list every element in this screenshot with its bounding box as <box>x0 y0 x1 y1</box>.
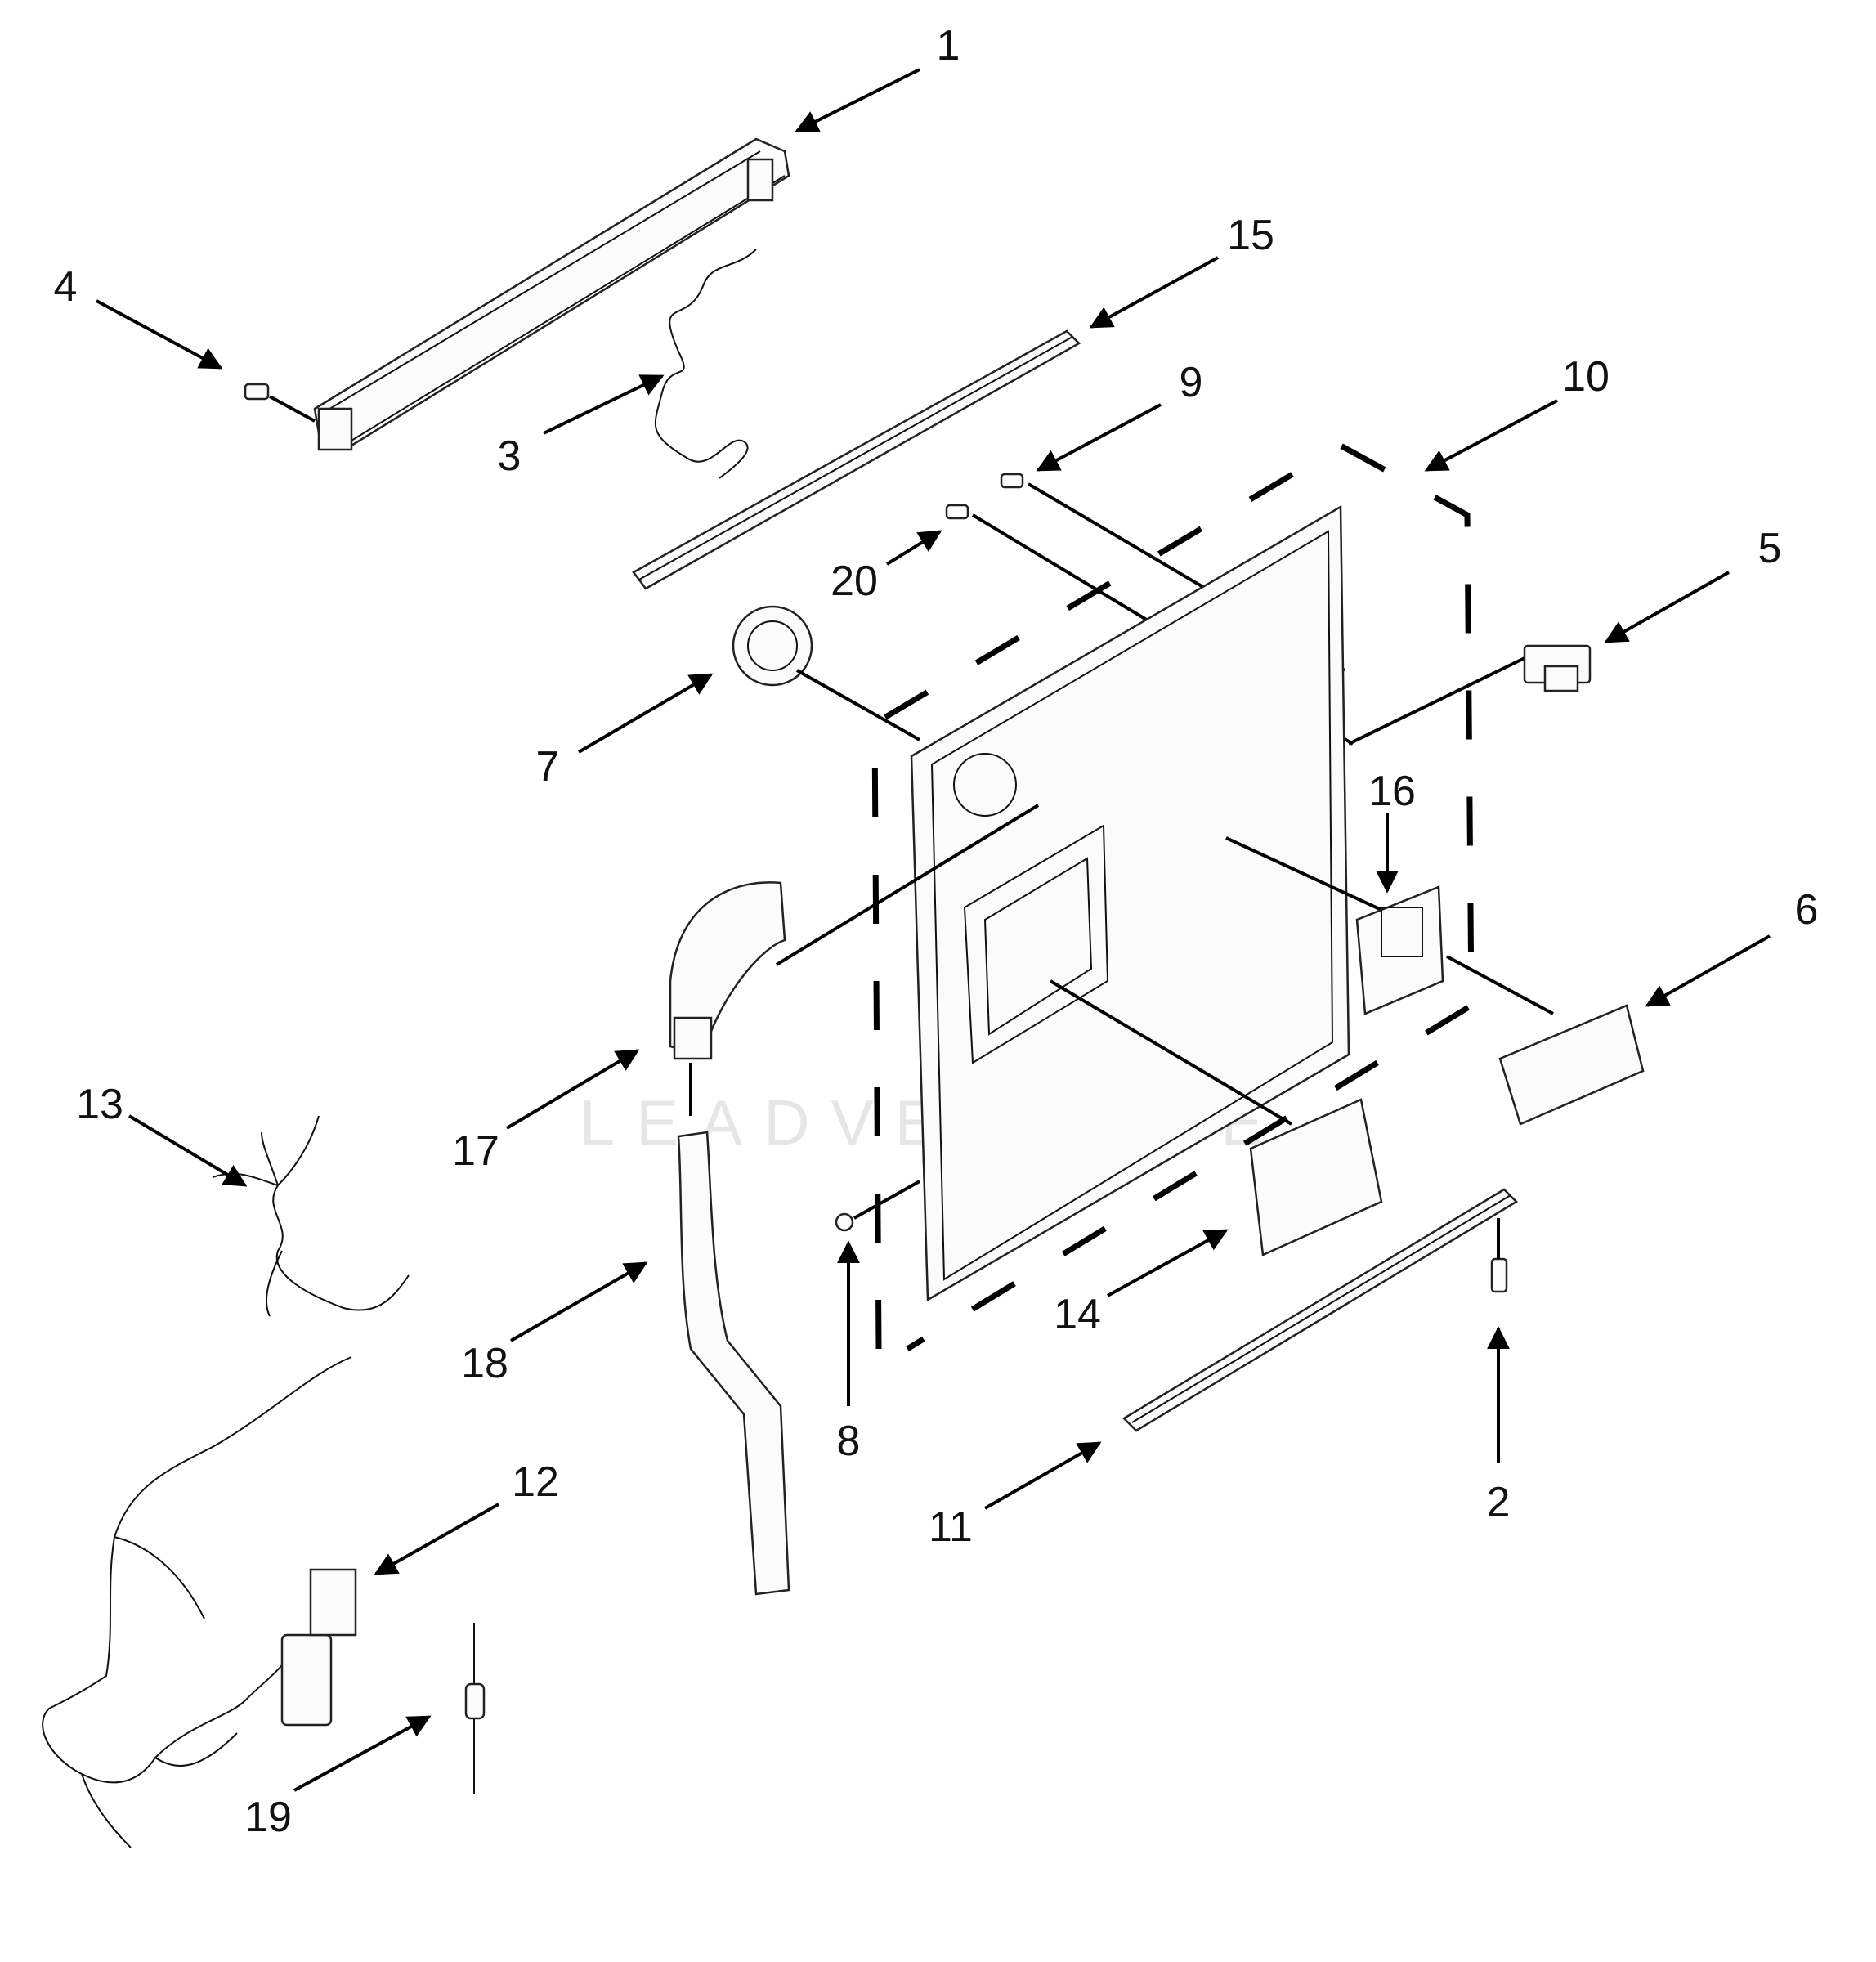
part-11-bottom-rail <box>1122 1188 1519 1432</box>
part-13-wire-harness <box>212 1115 410 1317</box>
callout-16: 16 <box>1368 768 1416 815</box>
part-12-main-wire-harness <box>42 1356 352 1848</box>
callout-arrows <box>96 68 1771 1792</box>
callout-12: 12 <box>512 1458 559 1506</box>
part-2-screw <box>1490 1218 1508 1293</box>
callout-14: 14 <box>1054 1291 1101 1338</box>
callout-2: 2 <box>1487 1479 1511 1526</box>
callout-18: 18 <box>461 1340 508 1387</box>
callout-5: 5 <box>1758 525 1782 572</box>
part-8-screw <box>835 1180 920 1232</box>
part-1-control-panel-rail <box>313 137 790 451</box>
callout-10: 10 <box>1562 353 1610 401</box>
callout-6: 6 <box>1795 886 1819 934</box>
part-17-vent-assembly <box>669 804 1040 1116</box>
part-19-resistor <box>464 1623 486 1794</box>
part-16-bracket <box>1355 885 1444 1015</box>
part-12-connector-block <box>280 1568 357 1727</box>
callout-15: 15 <box>1227 212 1274 259</box>
part-15-door-gasket <box>632 329 1081 590</box>
callout-labels: 1 2 3 4 5 6 7 8 9 10 11 12 13 14 15 16 1… <box>54 22 1819 1841</box>
part-3-wire-harness <box>654 249 757 479</box>
callout-3: 3 <box>498 432 522 480</box>
part-7-vent <box>732 605 920 741</box>
callout-20: 20 <box>831 558 878 605</box>
part-10-inner-door-panel <box>871 441 1525 1351</box>
part-4-screw <box>244 383 316 423</box>
callout-9: 9 <box>1180 359 1203 406</box>
part-14-control-module <box>1049 979 1383 1256</box>
callout-17: 17 <box>452 1127 499 1175</box>
callout-1: 1 <box>937 22 960 69</box>
part-6-dispenser <box>1446 955 1645 1126</box>
part-5-door-latch <box>1523 644 1592 692</box>
part-18-duct <box>677 1131 790 1596</box>
callout-19: 19 <box>244 1794 292 1841</box>
callout-4: 4 <box>54 263 78 311</box>
callout-7: 7 <box>536 743 560 791</box>
callout-11: 11 <box>929 1503 973 1551</box>
callout-13: 13 <box>76 1081 123 1128</box>
callout-8: 8 <box>837 1418 861 1465</box>
